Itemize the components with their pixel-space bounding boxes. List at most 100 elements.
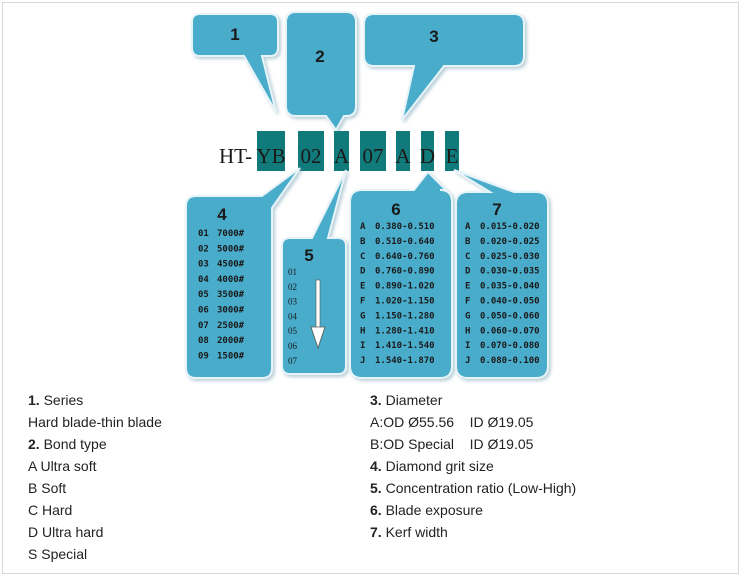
callout-5-label: 5 [304, 246, 313, 265]
grit-value: 3500# [217, 290, 245, 300]
exposure-value: 0.760-0.890 [375, 267, 435, 277]
concentration-code: 06 [288, 341, 298, 351]
legend-number: 3. [370, 392, 382, 408]
kerf-value: 0.015-0.020 [480, 222, 540, 232]
legend-text: B:OD Special ID Ø19.05 [370, 436, 534, 452]
legend-text: Diameter [381, 392, 443, 408]
code-part-6: D [420, 131, 435, 171]
legend-number: 1. [28, 392, 40, 408]
code-part-7: E [445, 131, 459, 171]
exposure-value: 1.280-1.410 [375, 326, 435, 336]
kerf-value: 0.050-0.060 [480, 311, 540, 321]
grit-code: 05 [198, 290, 209, 300]
exposure-code: I [360, 341, 365, 351]
callout-1: 1 [191, 13, 279, 113]
code-part-5: A [395, 131, 411, 171]
grit-value: 7000# [217, 229, 245, 239]
concentration-code: 02 [288, 282, 297, 292]
code-part-box [298, 131, 324, 171]
legend-row: 4. Diamond grit size [370, 455, 576, 477]
legend-number: 4. [370, 458, 382, 474]
callout-6-label: 6 [391, 200, 400, 219]
code-part-box [421, 131, 434, 171]
exposure-code: C [360, 252, 365, 262]
legend-row: 1. Series [28, 389, 162, 411]
kerf-code: J [465, 356, 470, 366]
grit-code: 08 [198, 336, 209, 346]
grit-value: 2000# [217, 336, 245, 346]
code-part-box [334, 131, 349, 171]
legend-text: Concentration ratio (Low-High) [381, 480, 577, 496]
legend-text: Series [39, 392, 84, 408]
legend-row: A:OD Ø55.56 ID Ø19.05 [370, 411, 576, 433]
exposure-value: 0.380-0.510 [375, 222, 435, 232]
legend-text: A:OD Ø55.56 ID Ø19.05 [370, 414, 534, 430]
legend-number: 6. [370, 502, 382, 518]
grit-code: 02 [198, 244, 209, 254]
kerf-value: 0.035-0.040 [480, 282, 540, 292]
grit-code: 01 [198, 229, 209, 239]
exposure-code: F [360, 297, 365, 307]
kerf-value: 0.080-0.100 [480, 356, 540, 366]
kerf-code: H [465, 326, 470, 336]
legend-row: D Ultra hard [28, 521, 162, 543]
concentration-code: 01 [288, 267, 297, 277]
kerf-code: F [465, 297, 470, 307]
grit-value: 2500# [217, 321, 245, 331]
callout-7-label: 7 [492, 200, 501, 219]
code-part-text: A [395, 144, 411, 168]
exposure-value: 1.540-1.870 [375, 356, 435, 366]
grit-value: 3000# [217, 306, 245, 316]
kerf-value: 0.070-0.080 [480, 341, 540, 351]
kerf-code: E [465, 282, 470, 292]
grit-value: 4500# [217, 260, 245, 270]
grit-value: 4000# [217, 275, 245, 285]
code-part-text: E [446, 144, 459, 168]
legend-text: D Ultra hard [28, 524, 104, 540]
legend-text: A Ultra soft [28, 458, 97, 474]
kerf-value: 0.030-0.035 [480, 267, 540, 277]
kerf-value: 0.025-0.030 [480, 252, 540, 262]
increase-arrow-icon [310, 279, 326, 350]
legend-row: 2. Bond type [28, 433, 162, 455]
grit-value: 5000# [217, 244, 245, 254]
code-part-4: 07 [360, 131, 386, 171]
legend-text: Bond type [39, 436, 107, 452]
callout-3: 3 [363, 13, 525, 121]
concentration-code: 03 [288, 297, 298, 307]
exposure-value: 0.510-0.640 [375, 237, 435, 247]
legend-row: C Hard [28, 499, 162, 521]
legend-text: Diamond grit size [381, 458, 494, 474]
legend-row: B:OD Special ID Ø19.05 [370, 433, 576, 455]
code-part-box [257, 131, 285, 171]
code-part-text: 07 [363, 144, 384, 168]
legend-number: 5. [370, 480, 382, 496]
callout-2-label: 2 [315, 47, 324, 66]
callout-4-label: 4 [217, 205, 227, 224]
code-part-2: 02 [298, 131, 324, 171]
code-prefix: HT- [219, 144, 252, 168]
exposure-code: A [360, 222, 366, 232]
exposure-value: 0.890-1.020 [375, 282, 435, 292]
code-part-text: D [420, 144, 435, 168]
legend-number: 2. [28, 436, 40, 452]
callout-3-label: 3 [429, 27, 438, 46]
legend-row: 7. Kerf width [370, 521, 576, 543]
code-part-3: A [334, 131, 350, 171]
kerf-value: 0.020-0.025 [480, 237, 540, 247]
exposure-code: H [360, 326, 365, 336]
legend-row: 3. Diameter [370, 389, 576, 411]
legend-row: S Special [28, 543, 162, 565]
legend-text: S Special [28, 546, 88, 562]
grit-code: 03 [198, 260, 209, 270]
exposure-code: B [360, 237, 366, 247]
grit-value: 1500# [217, 351, 245, 361]
